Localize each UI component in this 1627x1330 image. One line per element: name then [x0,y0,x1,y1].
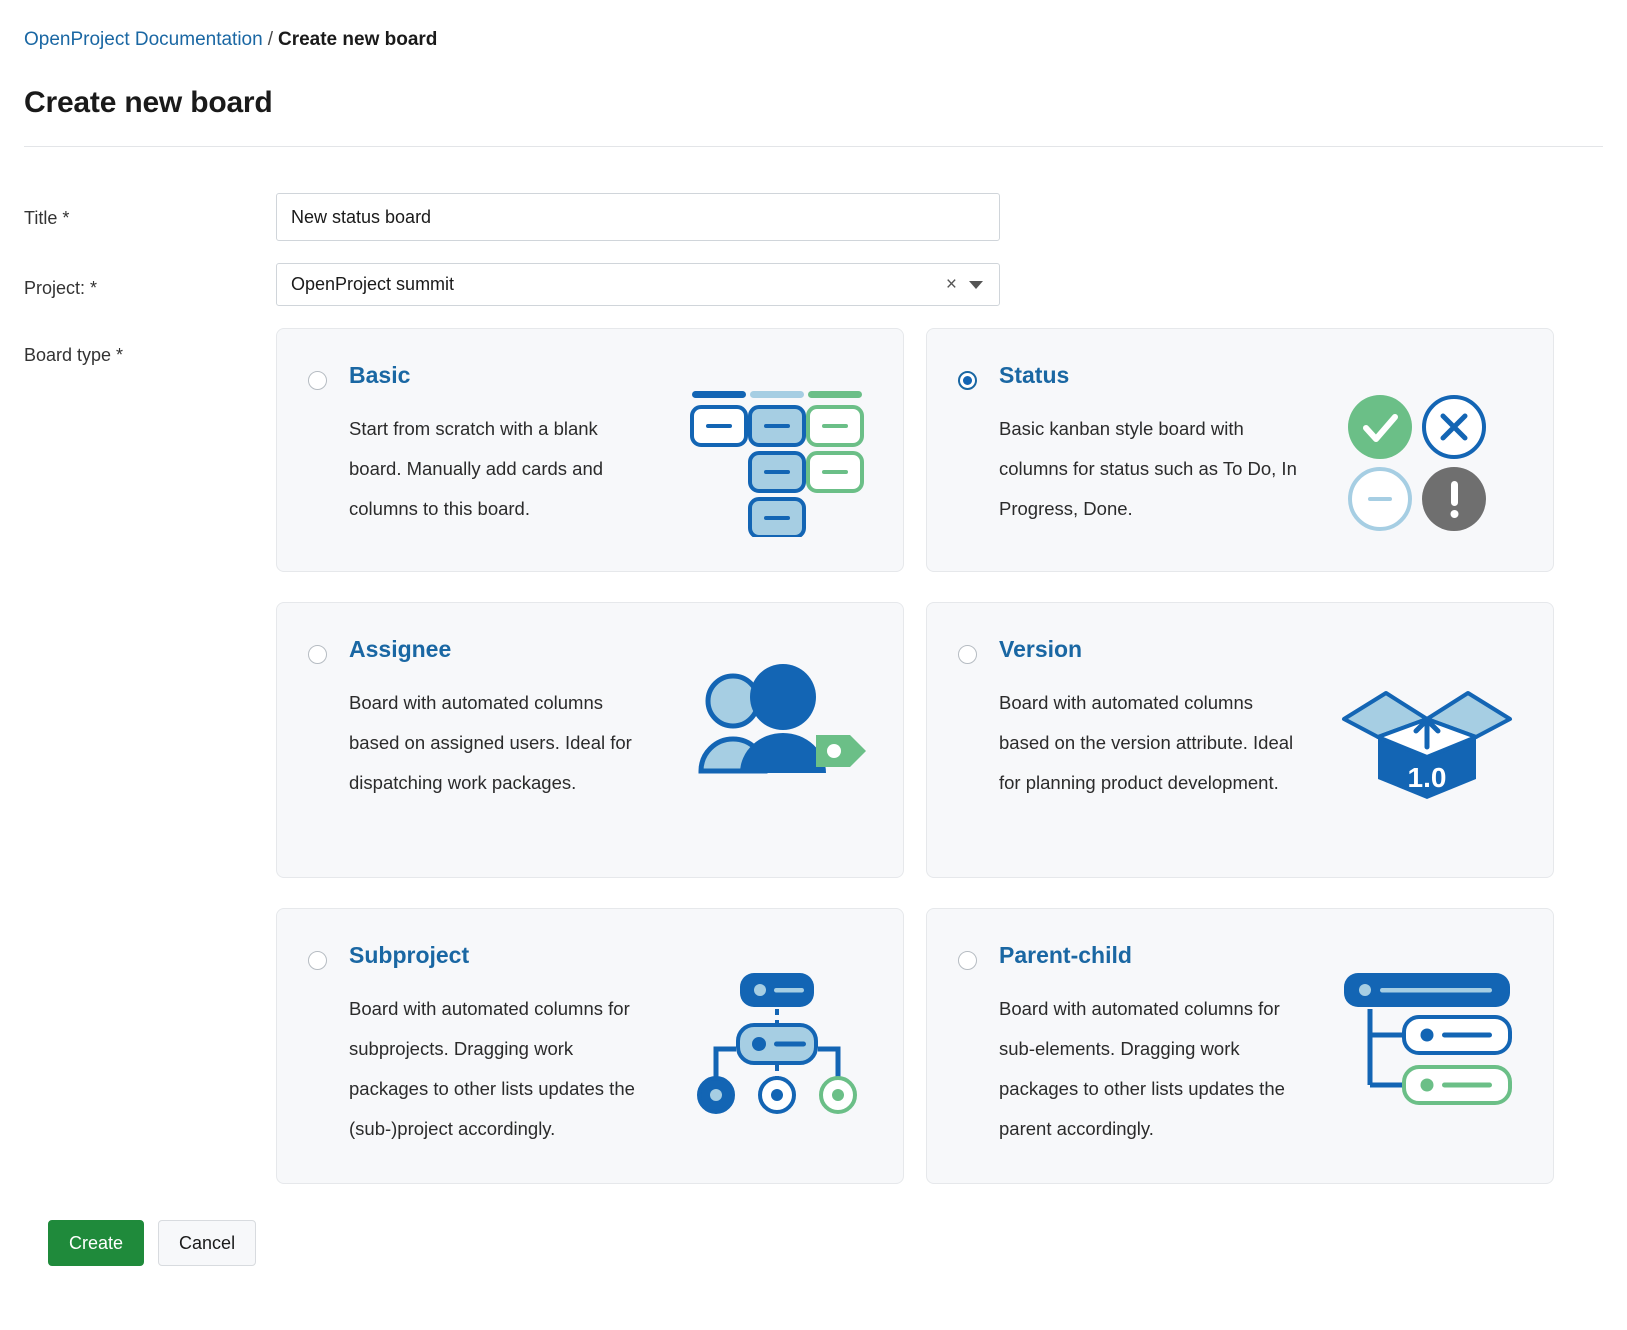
radio-version[interactable] [958,645,977,664]
board-type-row: Board type * Basic Start from scratch wi… [24,328,1603,1184]
board-card-parent-child-description: Board with automated columns for sub-ele… [999,998,1285,1139]
create-board-page: OpenProject Documentation/Create new boa… [24,28,1603,1266]
form-actions: Create Cancel [48,1220,1603,1266]
board-card-version-body: Version Board with automated columns bas… [999,635,1327,803]
board-card-status-body: Status Basic kanban style board with col… [999,361,1327,529]
board-type-label: Board type * [24,345,124,365]
page-title: Create new board [24,86,273,119]
status-board-illustration [1327,361,1527,537]
check-circle-icon [1348,395,1412,459]
board-card-basic-body: Basic Start from scratch with a blank bo… [349,361,677,529]
project-row: Project: * OpenProject summit × [24,263,1603,306]
basic-board-illustration [677,361,877,537]
clear-icon[interactable]: × [945,274,957,295]
board-card-basic-title[interactable]: Basic [349,362,411,388]
board-card-version-description: Board with automated columns based on th… [999,692,1294,793]
radio-parent-child[interactable] [958,951,977,970]
board-card-subproject-body: Subproject Board with automated columns … [349,941,677,1149]
board-card-parent-child[interactable]: Parent-child Board with automated column… [926,908,1554,1184]
title-divider [24,146,1603,147]
version-board-illustration: 1.0 [1327,635,1527,801]
parent-child-board-illustration [1327,941,1527,1107]
board-card-subproject-title[interactable]: Subproject [349,942,470,968]
board-card-basic[interactable]: Basic Start from scratch with a blank bo… [276,328,904,572]
board-card-basic-description: Start from scratch with a blank board. M… [349,418,604,519]
board-card-status-description: Basic kanban style board with columns fo… [999,418,1297,519]
board-card-subproject-description: Board with automated columns for subproj… [349,998,635,1139]
breadcrumb-current: Create new board [277,29,438,50]
cancel-button[interactable]: Cancel [158,1220,257,1266]
board-card-assignee-body: Assignee Board with automated columns ba… [349,635,677,803]
project-selected-value: OpenProject summit [291,274,455,294]
title-row: Title * [24,193,1603,241]
radio-status[interactable] [958,371,977,390]
breadcrumb-separator: / [267,29,273,50]
board-card-status[interactable]: Status Basic kanban style board with col… [926,328,1554,572]
board-card-parent-child-body: Parent-child Board with automated column… [999,941,1327,1149]
board-card-parent-child-title[interactable]: Parent-child [999,942,1132,968]
board-type-grid: Basic Start from scratch with a blank bo… [276,328,1554,1184]
radio-basic[interactable] [308,371,327,390]
title-input[interactable] [276,193,1000,241]
create-button[interactable]: Create [48,1220,145,1266]
board-card-version[interactable]: Version Board with automated columns bas… [926,602,1554,878]
board-card-assignee-title[interactable]: Assignee [349,636,452,662]
project-field-area: OpenProject summit × [276,263,1603,306]
subproject-board-illustration [677,941,877,1117]
project-select[interactable]: OpenProject summit × [276,263,1000,306]
breadcrumb: OpenProject Documentation/Create new boa… [24,28,1603,52]
assignee-board-illustration [677,635,877,791]
radio-subproject[interactable] [308,951,327,970]
board-card-version-title[interactable]: Version [999,636,1083,662]
project-label: Project: * [24,278,98,298]
board-card-status-title[interactable]: Status [999,362,1070,388]
title-label: Title * [24,208,70,228]
board-card-assignee[interactable]: Assignee Board with automated columns ba… [276,602,904,878]
radio-assignee[interactable] [308,645,327,664]
title-field-area [276,193,1603,241]
chevron-down-icon[interactable] [969,280,983,289]
board-card-subproject[interactable]: Subproject Board with automated columns … [276,908,904,1184]
board-card-assignee-description: Board with automated columns based on as… [349,692,632,793]
breadcrumb-link-documentation[interactable]: OpenProject Documentation [24,29,263,50]
version-art-label: 1.0 [1408,762,1447,793]
